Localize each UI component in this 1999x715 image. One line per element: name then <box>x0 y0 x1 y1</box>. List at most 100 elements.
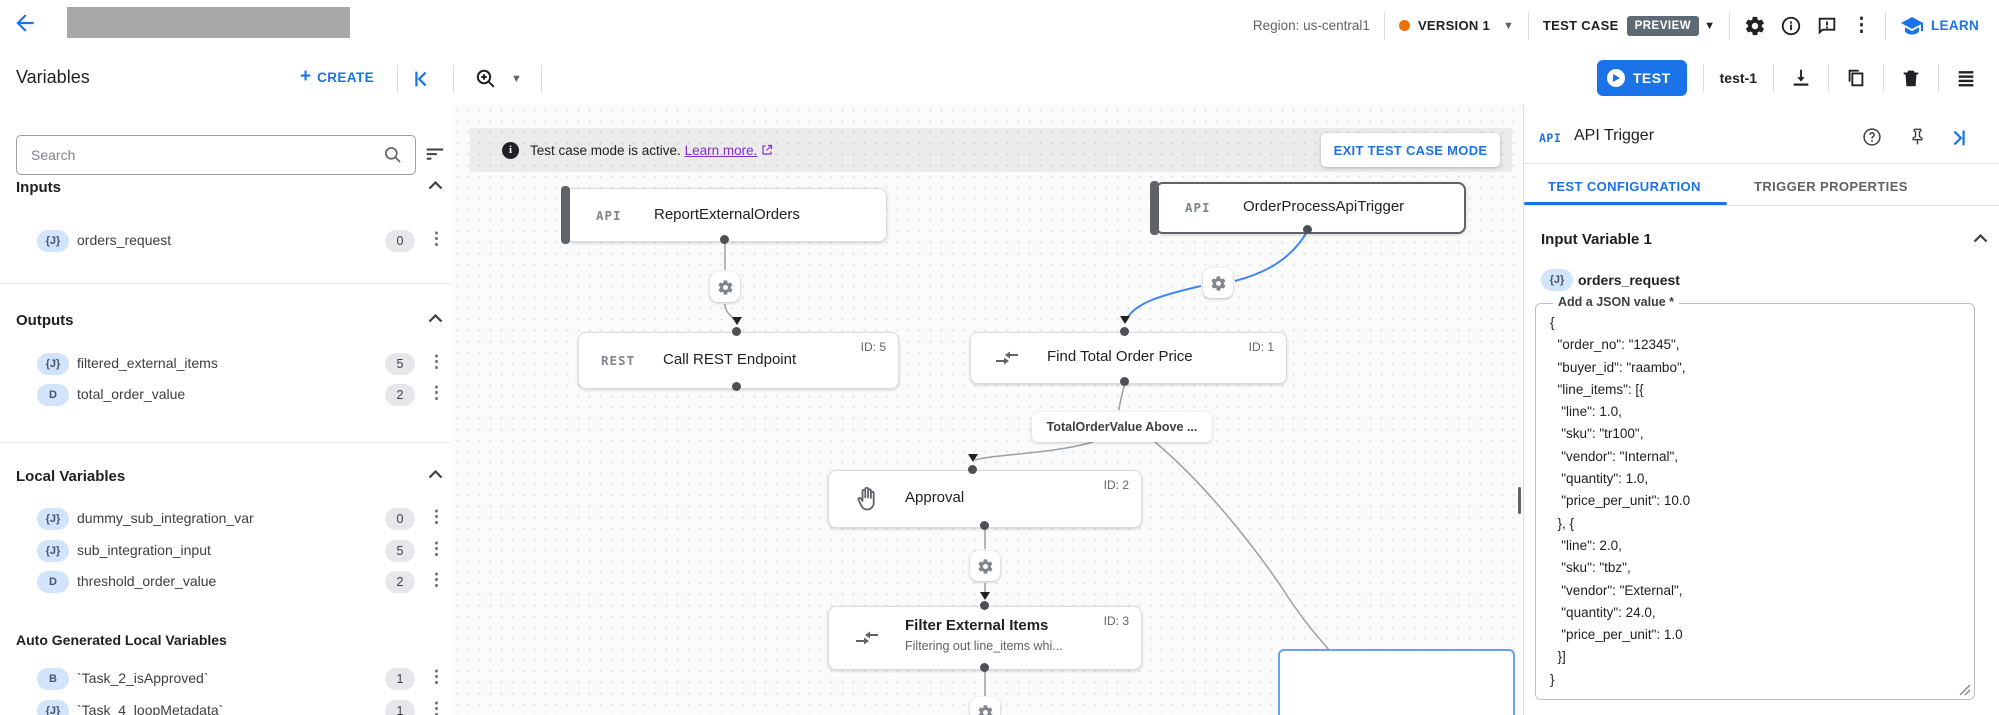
data-mapping-icon <box>996 351 1018 365</box>
copy-icon[interactable] <box>1845 67 1867 89</box>
test-case-name[interactable]: test-1 <box>1719 70 1757 86</box>
version-dropdown[interactable]: VERSION 1 ▼ <box>1398 18 1514 33</box>
tab-test-configuration[interactable]: TEST CONFIGURATION <box>1548 179 1701 194</box>
search-box[interactable] <box>16 135 416 175</box>
divider <box>1524 205 1999 206</box>
settings-gear-icon[interactable] <box>1744 15 1766 37</box>
edge-gear-icon[interactable] <box>1203 268 1233 298</box>
chevron-up-icon[interactable] <box>1973 234 1988 243</box>
variable-row[interactable]: {J} orders_request 0 ⋮ <box>0 227 452 257</box>
node-call-rest-endpoint[interactable]: REST Call REST Endpoint ID: 5 <box>578 332 899 389</box>
variable-row[interactable]: {J} filtered_external_items 5 ⋮ <box>0 350 452 380</box>
edge-gear-icon[interactable] <box>970 551 1000 581</box>
type-badge-json: {J} <box>37 540 69 562</box>
output-port[interactable] <box>1120 377 1129 386</box>
test-case-label: TEST CASE <box>1542 18 1619 33</box>
variable-row[interactable]: {J} `Task_4_loopMetadata` 1 ⋮ <box>0 697 452 715</box>
top-bar: Region: us-central1 VERSION 1 ▼ TEST CAS… <box>0 0 1999 53</box>
delete-trash-icon[interactable] <box>1900 67 1922 89</box>
graduation-cap-icon <box>1901 16 1923 34</box>
learn-button[interactable]: LEARN <box>1900 15 1979 37</box>
variable-row[interactable]: {J} sub_integration_input 5 ⋮ <box>0 537 452 567</box>
output-port[interactable] <box>720 235 729 244</box>
create-variable-button[interactable]: + CREATE <box>300 67 374 86</box>
divider <box>1938 64 1939 92</box>
output-port[interactable] <box>732 382 741 391</box>
type-badge-json: {J} <box>37 353 69 375</box>
log-menu-icon[interactable] <box>1955 67 1977 89</box>
divider <box>541 65 542 93</box>
variables-sidebar: Inputs {J} orders_request 0 ⋮ Outputs {J… <box>0 105 453 715</box>
sort-icon[interactable] <box>424 143 446 165</box>
divider <box>0 442 452 443</box>
divider <box>1383 11 1385 40</box>
more-vert-icon[interactable]: ⋮ <box>428 507 445 526</box>
section-header-outputs: Outputs <box>16 312 74 329</box>
variable-name: sub_integration_input <box>77 542 211 558</box>
usage-count-badge: 5 <box>385 540 415 562</box>
variable-row[interactable]: D threshold_order_value 2 ⋮ <box>0 568 452 598</box>
more-vert-icon[interactable]: ⋮ <box>428 539 445 558</box>
pin-icon[interactable] <box>1908 127 1927 146</box>
more-vert-icon[interactable]: ⋮ <box>428 352 445 371</box>
edge-gear-icon[interactable] <box>710 272 740 302</box>
input-port[interactable] <box>732 327 741 336</box>
zoom-control[interactable]: ▼ <box>474 67 522 91</box>
help-icon[interactable] <box>1862 127 1882 147</box>
input-port[interactable] <box>1120 327 1129 336</box>
input-port[interactable] <box>980 601 989 610</box>
node-find-total-order-price[interactable]: Find Total Order Price ID: 1 <box>970 332 1287 384</box>
variable-name: dummy_sub_integration_var <box>77 510 254 526</box>
search-input[interactable] <box>29 146 383 164</box>
more-vert-icon[interactable]: ⋮ <box>428 667 445 686</box>
tab-trigger-properties[interactable]: TRIGGER PROPERTIES <box>1754 179 1908 194</box>
usage-count-badge: 1 <box>385 668 415 690</box>
type-badge-json: {J} <box>1541 269 1573 291</box>
more-vert-icon[interactable]: ⋮ <box>428 699 445 715</box>
info-icon[interactable] <box>1780 15 1802 37</box>
node-approval[interactable]: Approval ID: 2 <box>828 470 1142 528</box>
chevron-up-icon[interactable] <box>428 314 443 323</box>
more-vert-icon[interactable]: ⋮ <box>1852 15 1871 36</box>
chevron-up-icon[interactable] <box>428 181 443 190</box>
panel-title: API Trigger <box>1574 127 1655 144</box>
output-port[interactable] <box>1303 225 1312 234</box>
output-port[interactable] <box>980 521 989 530</box>
learn-more-link[interactable]: Learn more. <box>684 142 758 158</box>
test-button[interactable]: TEST <box>1596 60 1687 96</box>
feedback-icon[interactable] <box>1816 15 1838 37</box>
input-port[interactable] <box>968 465 977 474</box>
vertical-scrollbar-thumb[interactable] <box>1518 487 1521 514</box>
collapse-panel-left-icon[interactable] <box>410 68 432 90</box>
selected-note-box[interactable] <box>1278 649 1515 715</box>
output-port[interactable] <box>980 663 989 672</box>
json-value-field[interactable]: Add a JSON value * { "order_no": "12345"… <box>1535 295 1975 700</box>
chevron-up-icon[interactable] <box>428 470 443 479</box>
download-icon[interactable] <box>1790 67 1812 89</box>
variable-row[interactable]: B `Task_2_isApproved` 1 ⋮ <box>0 665 452 695</box>
divider <box>1729 11 1730 40</box>
variable-row[interactable]: {J} dummy_sub_integration_var 0 ⋮ <box>0 505 452 535</box>
more-vert-icon[interactable]: ⋮ <box>428 570 445 589</box>
type-badge-double: D <box>37 571 69 593</box>
more-vert-icon[interactable]: ⋮ <box>428 383 445 402</box>
type-badge-double: D <box>37 384 69 406</box>
node-title: Filter External Items <box>905 617 1049 634</box>
integration-canvas[interactable]: i Test case mode is active. Learn more. … <box>452 105 1521 715</box>
exit-test-case-mode-button[interactable]: EXIT TEST CASE MODE <box>1321 133 1500 167</box>
divider <box>1527 11 1529 40</box>
collapse-panel-right-icon[interactable] <box>1948 127 1970 149</box>
node-report-external-orders-trigger[interactable]: API ReportExternalOrders <box>561 186 887 244</box>
secondary-toolbar: Variables + CREATE ▼ TEST test-1 <box>0 52 1999 106</box>
node-subtitle: Filtering out line_items whi... <box>905 639 1063 653</box>
json-value-text[interactable]: { "order_no": "12345", "buyer_id": "raam… <box>1550 315 1691 687</box>
usage-count-badge: 0 <box>385 508 415 530</box>
resize-handle-icon[interactable] <box>1959 684 1971 696</box>
more-vert-icon[interactable]: ⋮ <box>428 229 445 248</box>
edge-condition-label[interactable]: TotalOrderValue Above ... <box>1032 412 1212 442</box>
node-filter-external-items[interactable]: Filter External Items Filtering out line… <box>828 606 1142 670</box>
edge-gear-icon[interactable] <box>970 697 1000 715</box>
back-arrow-icon[interactable] <box>12 10 38 36</box>
test-case-dropdown[interactable]: TEST CASE PREVIEW ▼ <box>1542 15 1715 36</box>
variable-row[interactable]: D total_order_value 2 ⋮ <box>0 381 452 411</box>
